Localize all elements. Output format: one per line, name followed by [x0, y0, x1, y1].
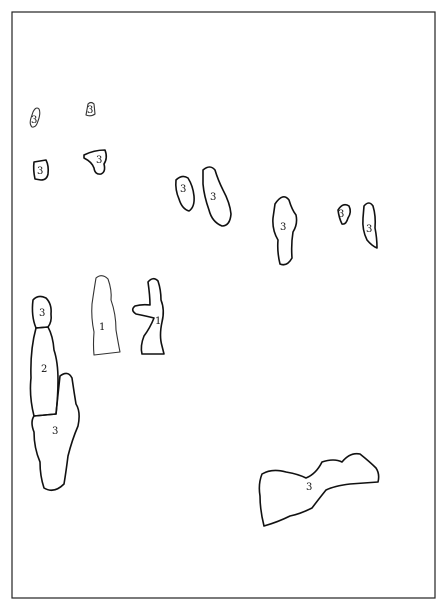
region-r10-label: 3	[39, 308, 45, 319]
region-r13-label: 1	[155, 316, 161, 327]
region-r16-label: 3	[306, 482, 312, 493]
region-r07-label: 3	[280, 222, 286, 233]
region-r01-label: 3	[31, 115, 37, 126]
region-r04-label: 3	[96, 155, 102, 166]
region-r02-label: 3	[87, 105, 93, 116]
region-r15-label: 3	[52, 426, 58, 437]
region-r05-label: 3	[180, 184, 186, 195]
region-r09-label: 3	[366, 224, 372, 235]
region-r03-label: 3	[37, 166, 43, 177]
region-r12-label: 1	[99, 322, 105, 333]
region-r06-label: 3	[210, 192, 216, 203]
region-r08-label: 3	[338, 209, 344, 220]
page-frame	[12, 12, 435, 598]
region-r14-label: 2	[41, 364, 47, 375]
